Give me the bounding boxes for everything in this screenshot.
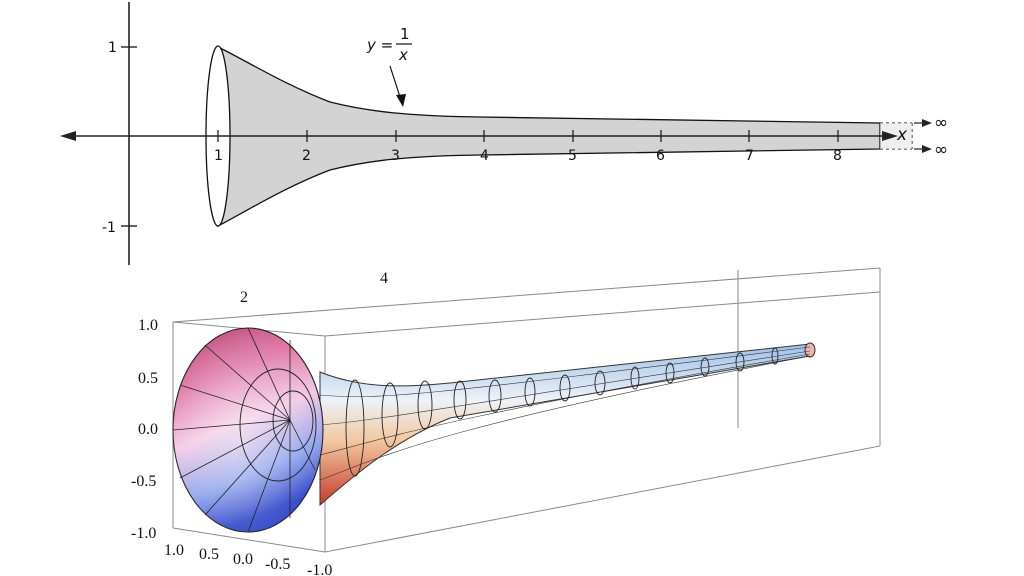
x-axis-variable-label: x — [896, 125, 908, 145]
x-tick-label: 5 — [568, 148, 577, 164]
bottom-axis-label: -1.0 — [307, 562, 332, 576]
x-tick-label: 3 — [391, 148, 400, 164]
y-tick-label: -1 — [102, 220, 116, 236]
mouth-highlight — [173, 328, 323, 532]
vertical-axis-label: -0.5 — [131, 473, 156, 490]
equation-denominator: x — [398, 46, 408, 64]
infinity-bottom-arrow-icon — [922, 145, 932, 153]
equation-pointer-line — [389, 65, 402, 101]
x-ticks — [217, 130, 839, 142]
mouth-mesh-rings — [239, 368, 317, 482]
bottom-axis-label: 0.5 — [199, 546, 219, 563]
three-d-surface-plot: 2 4 1.0 0.5 0.0 -0.5 -1.0 1.0 0.5 0.0 -0… — [131, 267, 881, 576]
x-tick-label: 4 — [480, 148, 489, 164]
equation-pointer-arrow-icon — [396, 94, 406, 107]
top-axis-label: 4 — [380, 270, 388, 287]
horn-tip-cap — [804, 342, 816, 358]
equation-label: y = 1 x — [366, 25, 412, 64]
infinity-top-arrow-icon — [922, 119, 932, 127]
bottom-axis-label: 0.0 — [233, 551, 253, 568]
two-d-graph: ∞ ∞ x 1 -1 1 2 3 4 5 6 7 8 y = 1 — [60, 2, 948, 265]
vertical-axis-label: -1.0 — [131, 525, 156, 542]
x-tick-label: 7 — [745, 148, 754, 164]
vertical-axis-label: 1.0 — [138, 317, 158, 334]
tube-mesh-lines — [319, 346, 811, 481]
x-tick-label: 1 — [214, 148, 223, 164]
infinity-bottom-label: ∞ — [934, 140, 948, 160]
equation-lhs: y = — [366, 36, 393, 54]
x-tick-label: 6 — [656, 148, 665, 164]
x-tick-label: 8 — [833, 148, 842, 164]
x-tick-label: 2 — [302, 148, 311, 164]
vertical-axis-label: 0.0 — [138, 421, 158, 438]
horn-tube-surface — [319, 343, 815, 507]
bottom-axis-label: 1.0 — [164, 542, 184, 559]
infinity-top-label: ∞ — [934, 113, 948, 133]
equation-numerator: 1 — [400, 25, 410, 43]
vertical-axis-label: 0.5 — [138, 370, 158, 387]
y-tick-label: 1 — [108, 40, 117, 56]
mouth-mesh-radials — [172, 327, 316, 533]
top-axis-label: 2 — [240, 289, 248, 306]
bottom-axis-label: -0.5 — [265, 556, 290, 573]
tube-mesh-rings — [345, 347, 779, 477]
x-axis-left-arrow-icon — [60, 131, 76, 141]
x-axis-right-arrow-icon — [882, 131, 898, 141]
